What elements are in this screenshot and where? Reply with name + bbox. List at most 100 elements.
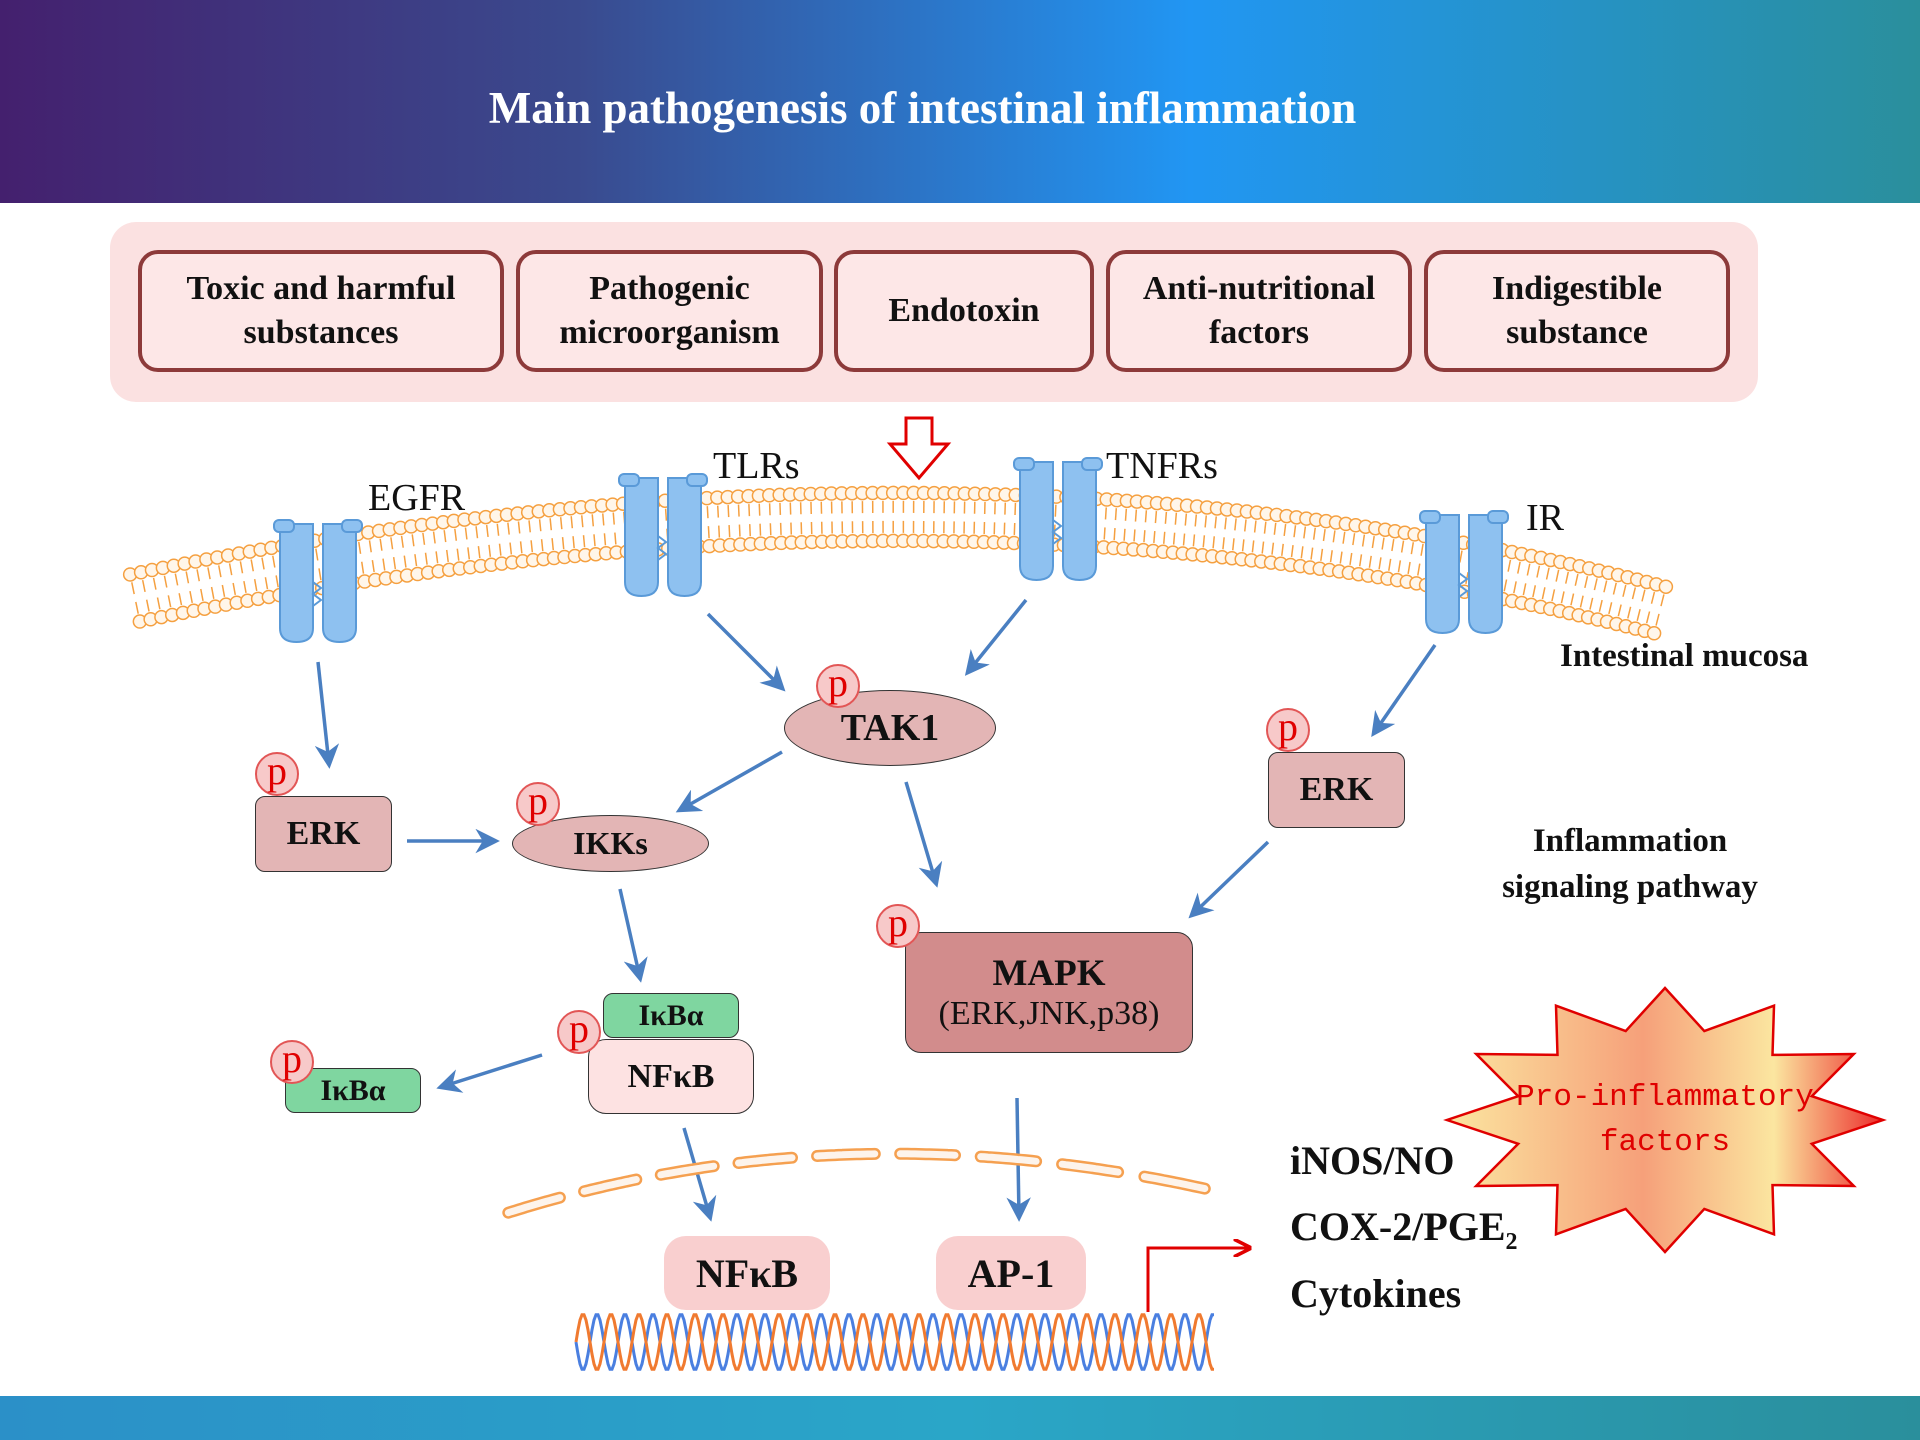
lipid-tail	[1397, 560, 1402, 573]
lipid-tail	[1234, 518, 1237, 531]
lipid-tail	[1655, 613, 1660, 626]
lipid-tail	[1320, 548, 1324, 561]
lipid-tail	[1560, 591, 1565, 604]
lipid-tail	[1551, 589, 1556, 602]
lipid-tail	[1290, 545, 1294, 558]
cause-endotoxin: Endotoxin	[834, 250, 1094, 372]
lipid-tail	[445, 549, 449, 563]
lipid-tail	[1358, 554, 1363, 567]
lipid-tail	[517, 521, 521, 534]
lipid-tail	[275, 575, 279, 588]
arrow-tak1-mapk	[904, 781, 943, 888]
receptor-label-egfr: EGFR	[368, 477, 466, 519]
node-nfkb-bound: NFκB	[588, 1039, 754, 1114]
phospho-badge-mapk: p	[876, 903, 920, 948]
lipid-tail	[1631, 587, 1637, 600]
lipid-tail	[507, 522, 510, 535]
burst-label-line: Pro-inflammatory	[1516, 1080, 1814, 1115]
cause-line: Toxic and harmful	[186, 270, 456, 307]
receptor-label-tnfrs: TNFRs	[1106, 445, 1218, 487]
lipid-tail	[253, 579, 258, 592]
envelope-segment-inner	[977, 1153, 1040, 1165]
lipid-tail	[1243, 519, 1247, 532]
arrow-erk-mapk	[1188, 840, 1270, 919]
lipid-tail	[1526, 563, 1531, 576]
lipid-tail	[1103, 527, 1106, 540]
lipid-tail	[591, 514, 595, 527]
pathway-label: Inflammation signaling pathway	[1484, 818, 1776, 910]
lipid-tail	[1310, 547, 1314, 560]
lipid-tail	[1293, 525, 1297, 538]
lipid-tail	[1513, 581, 1517, 594]
lipid-tail	[1202, 535, 1206, 548]
lipid-tail	[360, 561, 365, 574]
mapk-subtitle: (ERK,JNK,p38)	[938, 995, 1160, 1032]
lipid-tail	[475, 526, 479, 539]
lipid-tail	[228, 563, 233, 576]
lipid-tail	[1608, 602, 1613, 615]
lipid-tail	[1172, 532, 1176, 545]
lipid-head	[1646, 626, 1662, 641]
lipid-tail	[152, 577, 157, 590]
lipid-tail	[748, 504, 751, 517]
burst-label-line: factors	[1599, 1125, 1731, 1160]
lipid-tail	[603, 533, 607, 546]
lipid-tail	[1536, 565, 1541, 578]
envelope-segment-inner	[580, 1176, 640, 1195]
lipid-tail	[718, 525, 721, 538]
lipid-tail	[727, 505, 730, 518]
arrow-ir-erk	[1371, 644, 1437, 738]
lipid-tail	[1410, 542, 1415, 555]
lipid-tail	[1124, 508, 1128, 521]
lipid-tail	[467, 547, 471, 560]
lipid-tail	[1598, 599, 1603, 612]
lipid-tail	[582, 535, 586, 548]
header-banner	[0, 0, 1920, 203]
lipid-tail	[1222, 537, 1225, 550]
phospho-badge-erk-right: p	[1266, 707, 1310, 752]
lipid-tail	[243, 580, 247, 594]
arrow-tlrs-tak1	[706, 612, 786, 692]
cause-line: factors	[1208, 314, 1310, 351]
cause-line: Pathogenic	[589, 270, 750, 307]
lipid-tail	[1570, 593, 1575, 606]
lipid-tail	[551, 538, 555, 551]
lipid-tail	[1133, 529, 1136, 542]
starburst-shape	[1443, 986, 1887, 1254]
phospho-badge-tak1: p	[816, 663, 860, 708]
lipid-tail	[1391, 539, 1395, 552]
envelope-segment-inner	[657, 1162, 718, 1179]
node-ikba-bound: IκBα	[603, 993, 739, 1038]
lipid-tail	[1281, 543, 1284, 556]
lipid-tail	[1322, 528, 1326, 542]
lipid-tail	[477, 546, 481, 559]
lipid-tail	[519, 541, 523, 554]
lipid-tail	[1574, 573, 1579, 586]
lipid-tail	[207, 567, 211, 580]
node-tak1: TAK1	[784, 690, 996, 766]
lipid-tail	[485, 524, 489, 538]
node-mapk: MAPK (ERK,JNK,p38)	[905, 932, 1193, 1053]
lipid-tail	[1273, 522, 1277, 535]
pathway-label-line: Inflammation	[1532, 823, 1728, 859]
lipid-tail	[1300, 546, 1304, 559]
lipid-tail	[435, 551, 439, 564]
cause-line: Indigestible	[1491, 270, 1663, 307]
lipid-tail	[221, 584, 226, 597]
dna-helix-icon	[574, 1313, 1214, 1371]
lipid-tail	[559, 517, 563, 530]
lipid-tail	[1660, 594, 1665, 607]
lipid-tail	[368, 540, 372, 553]
lipid-tail	[411, 534, 415, 547]
lipid-tail	[464, 527, 468, 540]
lipid-tail	[403, 555, 407, 568]
lipid-tail	[1182, 533, 1186, 546]
page-title: Main pathogenesis of intestinal inflamma…	[488, 83, 1357, 133]
lipid-tail	[1541, 587, 1546, 600]
lipid-tail	[614, 532, 617, 545]
lipid-tail	[178, 593, 183, 606]
lipid-tail	[1192, 534, 1196, 547]
envelope-segment-inner	[735, 1154, 796, 1167]
